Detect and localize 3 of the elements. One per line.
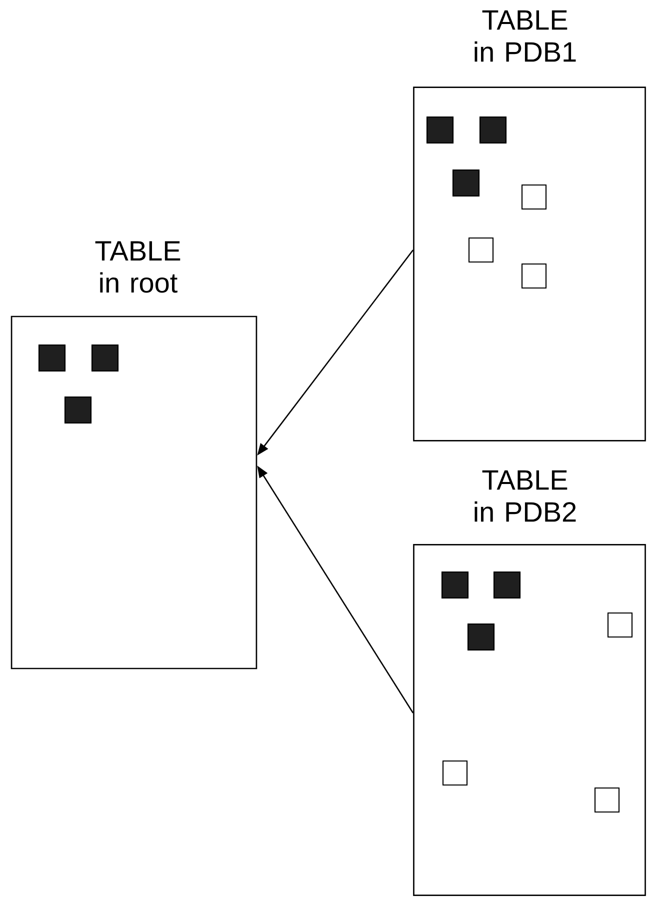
box-heading: TABLE in root: [95, 241, 180, 293]
box-heading: TABLE in PDB1: [474, 10, 576, 62]
box-heading: TABLE in PDB2: [474, 470, 576, 522]
